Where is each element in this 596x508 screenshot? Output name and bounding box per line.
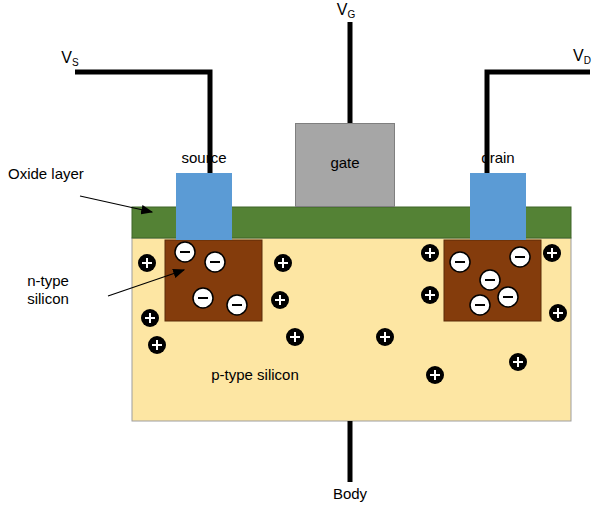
- oxide-label: Oxide layer: [8, 165, 84, 183]
- n-region-drain: [444, 240, 541, 321]
- hole-symbol: [274, 254, 292, 272]
- plus-sign: [547, 248, 557, 258]
- charge-symbols: [138, 242, 567, 384]
- plus-sign: [513, 357, 523, 367]
- electron-symbol: [193, 288, 213, 308]
- electron-symbol: [205, 252, 225, 272]
- body-label: Body: [333, 485, 367, 503]
- plus-sign: [380, 332, 390, 342]
- electron-symbol: [227, 295, 247, 315]
- n-type-label: n-type silicon: [8, 272, 88, 308]
- voltage-label: VG: [337, 0, 355, 21]
- electron-symbol: [470, 295, 490, 315]
- plus-sign: [142, 258, 152, 268]
- minus-sign: [232, 304, 242, 306]
- drain-contact: drain: [470, 173, 526, 240]
- hole-symbol: [141, 309, 159, 327]
- plus-sign: [430, 370, 440, 380]
- n-type-leader: [108, 270, 184, 296]
- source-contact: source: [176, 173, 232, 240]
- hole-symbol: [509, 353, 527, 371]
- hole-symbol: [138, 254, 156, 272]
- hole-symbol: [271, 291, 289, 309]
- n-region-source: [165, 240, 262, 321]
- node-label: source: [181, 149, 226, 167]
- node-label: drain: [481, 149, 514, 167]
- hole-symbol: [148, 336, 166, 354]
- minus-sign: [180, 251, 190, 253]
- gate-wire: [348, 22, 353, 123]
- oxide-leader: [80, 196, 152, 212]
- plus-sign: [145, 313, 155, 323]
- plus-sign: [152, 340, 162, 350]
- node-label: p-type silicon: [211, 366, 299, 384]
- minus-sign: [485, 279, 495, 281]
- minus-sign: [210, 261, 220, 263]
- hole-symbol: [376, 328, 394, 346]
- minus-sign: [198, 297, 208, 299]
- minus-sign: [455, 261, 465, 263]
- hole-symbol: [543, 244, 561, 262]
- hole-symbol: [426, 366, 444, 384]
- voltage-label: VS: [61, 48, 78, 69]
- plus-sign: [425, 248, 435, 258]
- minus-sign: [515, 256, 525, 258]
- voltage-label: VD: [573, 46, 591, 67]
- node-label: gate: [330, 154, 359, 172]
- plus-sign: [553, 308, 563, 318]
- plus-sign: [275, 295, 285, 305]
- minus-sign: [503, 296, 513, 298]
- hole-symbol: [421, 286, 439, 304]
- hole-symbol: [286, 328, 304, 346]
- electron-symbol: [510, 247, 530, 267]
- plus-sign: [278, 258, 288, 268]
- gate-electrode: gate: [295, 123, 395, 207]
- p-silicon-body: p-type silicon: [132, 238, 571, 421]
- hole-symbol: [421, 244, 439, 262]
- hole-symbol: [549, 304, 567, 322]
- minus-sign: [475, 304, 485, 306]
- body-wire: [348, 421, 353, 482]
- electron-symbol: [480, 270, 500, 290]
- plus-sign: [425, 290, 435, 300]
- electron-symbol: [175, 242, 195, 262]
- electron-symbol: [498, 287, 518, 307]
- electron-symbol: [450, 252, 470, 272]
- p-silicon-region: [132, 238, 571, 421]
- plus-sign: [290, 332, 300, 342]
